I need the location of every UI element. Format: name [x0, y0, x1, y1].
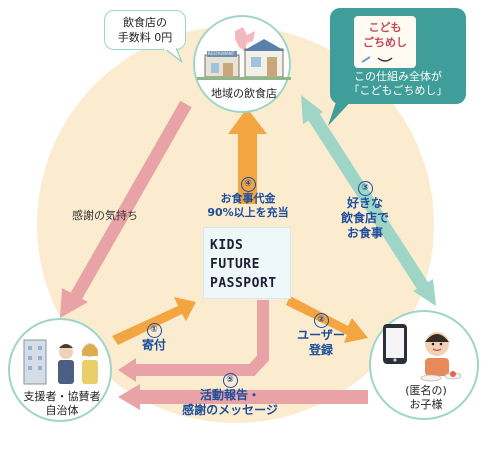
step-1-label: ① 寄付 — [141, 323, 166, 352]
step-3-label: ③ 好きな 飲食店で お食事 — [340, 181, 389, 240]
restaurant-sign: RESTAURANT — [207, 51, 235, 56]
supporters-illustration — [23, 339, 98, 385]
arrow-child-restaurant — [306, 110, 430, 292]
arrow-child-message — [136, 390, 368, 404]
kids-future-passport: KIDS FUTURE PASSPORT — [203, 227, 291, 299]
child-node: (匿名の) お子様 — [369, 310, 479, 420]
step-5-label: ⑤ 活動報告・ 感謝のメッセージ — [182, 373, 278, 417]
step-2-label: ② ユーザー 登録 — [297, 313, 345, 357]
arrow-gratitude-head — [60, 288, 88, 318]
step-4-label: ④ お食事代金 90%以上を充当 — [207, 177, 289, 219]
restaurant-node: RESTAURANT 地域の飲食店 — [193, 15, 291, 113]
kodomo-gochimeshi-logo: こども ごちめし — [354, 16, 416, 68]
arrow-donation — [112, 297, 196, 345]
arrow-report — [130, 300, 269, 376]
child-illustration — [383, 324, 462, 382]
gratitude-label: 感謝の気持ち — [72, 209, 138, 222]
arrow-child-message-head — [118, 384, 140, 410]
fee-bubble-tail — [162, 48, 183, 63]
arrow-gratitude — [68, 100, 192, 304]
supporters-label: 支援者・協賛者 自治体 — [23, 390, 101, 417]
restaurant-illustration — [197, 27, 291, 80]
arrow-payment-head — [228, 108, 267, 134]
child-label: (匿名の) お子様 — [405, 384, 447, 411]
scheme-bubble-tail — [328, 96, 356, 126]
fee-bubble: 飲食店の 手数料 0円 — [104, 10, 186, 50]
arrow-report-head — [118, 358, 136, 382]
supporters-node: 支援者・協賛者 自治体 — [8, 318, 112, 422]
arrow-teal-head-top — [301, 95, 323, 124]
arrow-teal-head-bottom — [413, 279, 436, 306]
restaurant-label: 地域の飲食店 — [211, 87, 277, 100]
scheme-text: この仕組み全体が 「こどもごちめし」 — [348, 70, 448, 97]
